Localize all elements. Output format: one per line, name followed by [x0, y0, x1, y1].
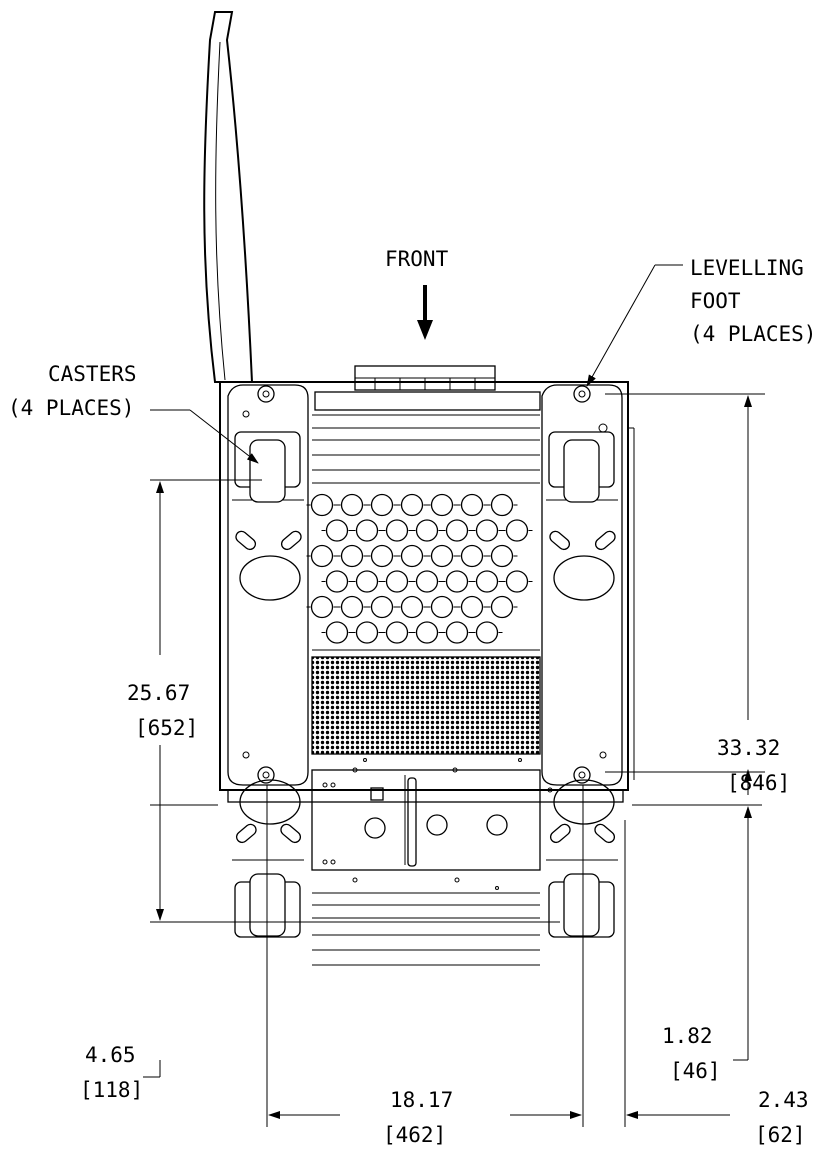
caster-spacing-in: 25.67: [127, 681, 190, 705]
vent-hole: [445, 519, 469, 542]
side-offset-mm: [62]: [755, 1123, 806, 1147]
right-rail: [541, 384, 623, 938]
vent-hole: [370, 493, 394, 517]
vent-hole: [460, 544, 484, 568]
vent-hole: [355, 519, 379, 542]
vent-hole: [325, 570, 349, 593]
foot-spacing-mm: [846]: [727, 771, 790, 795]
foot-width-in: 18.17: [390, 1088, 453, 1112]
vent-hole: [325, 621, 349, 644]
levelling-foot-label-line2: FOOT: [690, 289, 741, 313]
vent-hole: [475, 519, 499, 542]
dimension-foot-offset: [632, 804, 762, 1061]
vent-hole: [460, 493, 484, 517]
vent-hole: [340, 595, 364, 619]
dimension-side-offset: [624, 820, 730, 1127]
vent-hole: [340, 493, 364, 517]
vent-hole: [385, 570, 409, 593]
casters-label-line2: (4 PLACES): [8, 396, 134, 420]
vent-hole: [505, 570, 529, 593]
casters-label-line1: CASTERS: [48, 362, 137, 386]
cabinet-body: [219, 381, 635, 803]
vent-hole: [430, 493, 454, 517]
vent-hole: [355, 570, 379, 593]
caster-offset-mm: [118]: [80, 1078, 143, 1102]
vent-hole: [490, 544, 514, 568]
foot-offset-mm: [46]: [670, 1059, 721, 1083]
front-handle: [314, 365, 541, 411]
caster-offset-in: 4.65: [85, 1043, 136, 1067]
vent-hole: [310, 493, 334, 517]
vent-hole: [310, 544, 334, 568]
open-lid: [203, 11, 254, 383]
front-arrow: [417, 285, 433, 340]
vent-hole: [400, 544, 424, 568]
levelling-foot-label-line3: (4 PLACES): [690, 322, 816, 346]
dimension-foot-width: [266, 785, 584, 1127]
foot-offset-in: 1.82: [662, 1024, 713, 1048]
side-offset-in: 2.43: [758, 1088, 809, 1112]
vent-hole: [445, 621, 469, 644]
vent-hole: [505, 519, 529, 542]
vent-hole: [475, 570, 499, 593]
vent-hole: [430, 544, 454, 568]
electrical-panel: [311, 758, 541, 966]
vent-hole: [385, 621, 409, 644]
mesh-grille: [311, 656, 541, 755]
vent-hole: [415, 621, 439, 644]
vent-hole: [430, 595, 454, 619]
vent-hole: [445, 570, 469, 593]
vent-hole: [355, 621, 379, 644]
vent-hole: [490, 493, 514, 517]
vent-hole: [310, 595, 334, 619]
leader-lines: [150, 264, 683, 464]
vent-hole: [325, 519, 349, 542]
left-rail: [227, 384, 309, 938]
vent-hole: [340, 544, 364, 568]
caster-spacing-mm: [652]: [135, 716, 198, 740]
front-label: FRONT: [385, 247, 449, 271]
vent-hole: [370, 544, 394, 568]
foot-spacing-in: 33.32: [717, 736, 780, 760]
levelling-foot-label-line1: LEVELLING: [690, 256, 804, 280]
dimension-foot-spacing: [605, 393, 765, 795]
vent-hole-grid: [306, 493, 533, 644]
vent-hole: [475, 621, 499, 644]
vent-hole: [415, 570, 439, 593]
vent-hole: [415, 519, 439, 542]
dimension-caster-spacing: [143, 479, 560, 1078]
vent-hole: [460, 595, 484, 619]
vent-hole: [490, 595, 514, 619]
vent-hole: [400, 493, 424, 517]
center-panel: [312, 414, 540, 651]
vent-hole: [385, 519, 409, 542]
vent-hole: [400, 595, 424, 619]
foot-width-mm: [462]: [383, 1123, 446, 1147]
vent-hole: [370, 595, 394, 619]
